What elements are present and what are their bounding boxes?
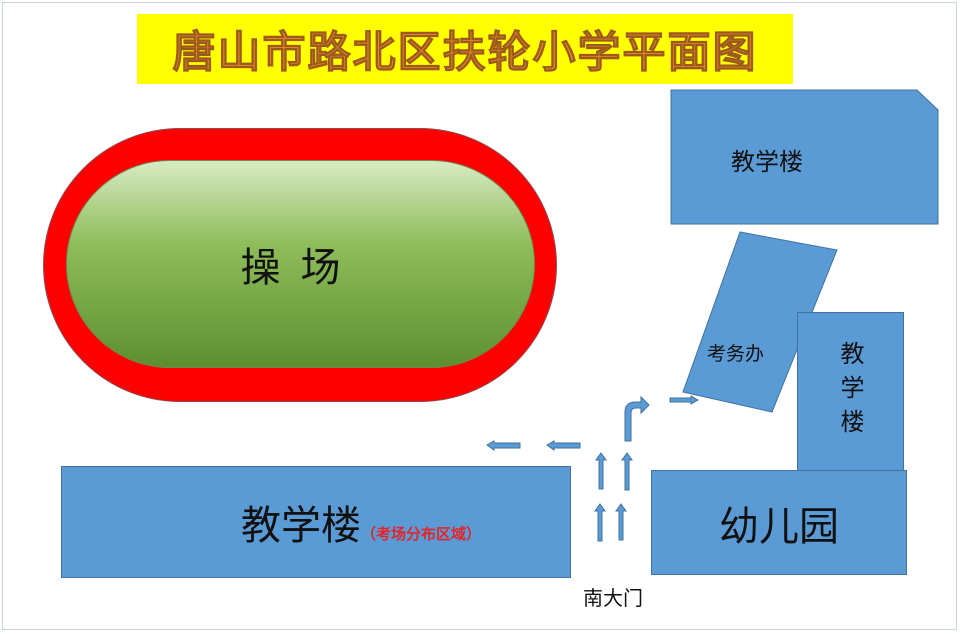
top-right-building-label: 教学楼 [731, 148, 803, 176]
top-right-building-shape [670, 89, 939, 225]
kindergarten: 幼儿园 [651, 470, 907, 575]
kindergarten-label: 幼儿园 [719, 503, 839, 550]
arrow-up-icon [595, 452, 607, 490]
right-building-label: 教学楼 [836, 341, 864, 443]
bottom-teaching-building: 教学楼 （考场分布区域） [61, 466, 571, 578]
arrow-left-icon [546, 440, 581, 451]
map-title-banner: 唐山市路北区扶轮小学平面图 [137, 14, 793, 84]
playground: 操场 [66, 160, 535, 368]
map-title: 唐山市路北区扶轮小学平面图 [172, 28, 758, 79]
right-teaching-building: 教学楼 [797, 312, 904, 472]
playground-label: 操场 [240, 245, 361, 291]
arrow-right-icon [669, 395, 700, 405]
arrow-up-icon [621, 452, 633, 491]
exam-office-shape [682, 231, 838, 413]
bottom-building-label: 教学楼 [240, 503, 361, 549]
exam-area-note: （考场分布区域） [360, 524, 481, 543]
arrow-left-icon [486, 440, 521, 451]
bent-arrow-icon [624, 395, 650, 442]
route-arrows [486, 395, 700, 542]
south-gate-label: 南大门 [583, 586, 643, 610]
arrow-up-icon [594, 503, 606, 542]
exam-office-label: 考务办 [707, 343, 764, 365]
arrow-up-icon [615, 503, 627, 541]
